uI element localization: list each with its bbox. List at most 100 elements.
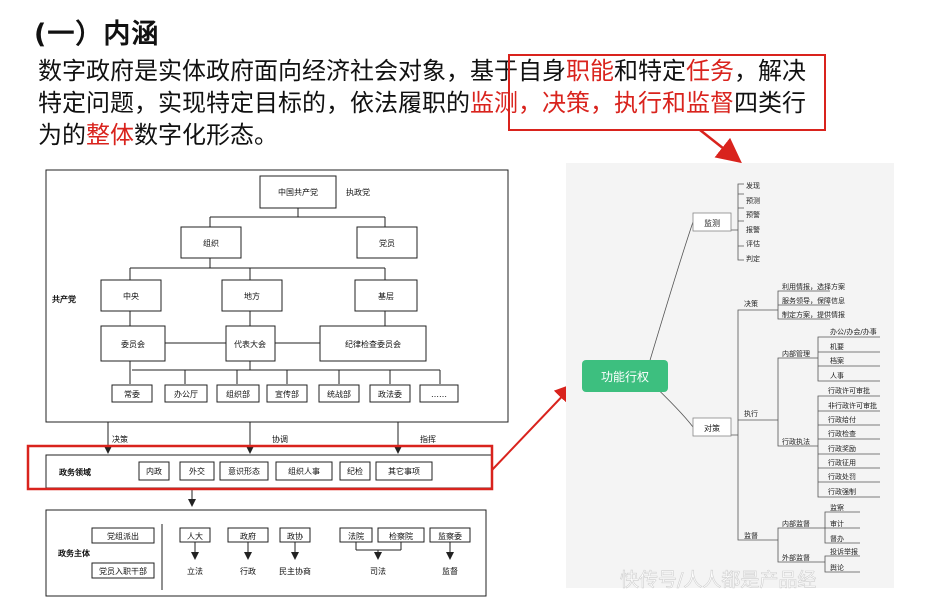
admin-item: 行政强制 [828,487,856,496]
red-arrow-top [699,129,742,164]
party-box: 党组派出 [107,531,139,541]
relation-label: 指挥 [420,434,436,444]
box-dangyuan [356,226,418,259]
branch-label: 监测 [704,218,720,228]
admin-item: 行政检查 [828,429,856,438]
subject-item: 政府 [240,531,256,541]
function-item: 立法 [187,566,203,576]
highlight-zhineng: 职能 [566,57,614,85]
domain-item: 内政 [146,466,162,476]
decision-item: 服务领导，保障信息 [782,296,845,305]
admin-item: 行政征用 [828,458,856,467]
policy-group: 决策 [744,299,758,308]
subject-label: 政务主体 [58,548,91,558]
branch-label: 对策 [704,423,720,433]
highlight-four-actions: 监测，决策，执行和监督 [470,89,734,117]
highlight-renwu: 任务 [686,57,734,85]
l2-item: 中央 [123,291,139,301]
text-segment: ，解决 [734,57,806,85]
text-segment: 为的 [38,121,86,149]
l4-item: …… [431,390,447,399]
box-weiyuanhui [100,325,166,362]
monitor-item: 预警 [746,210,760,219]
internal-mgmt-item: 办公/办会/办事 [830,327,877,336]
internal-sup-item: 督办 [830,534,844,543]
policy-group: 执行 [744,409,758,418]
exec-group: 行政执法 [782,437,810,446]
party-side-label: 共产党 [52,294,76,304]
admin-item: 行政奖励 [828,444,856,453]
admin-item: 行政处罚 [828,472,856,481]
monitor-item: 发现 [746,181,760,190]
box-difang [221,279,283,312]
l3-item: 纪律检查委员会 [345,339,401,349]
function-item: 行政 [240,566,256,576]
definition-paragraph: 数字政府是实体政府面向经济社会对象，基于自身职能和特定任务，解决 特定问题，实现… [38,55,898,151]
text-segment: 数字政府是实体政府面向经济社会对象，基于自身 [38,57,566,85]
mind-map-labels: 功能行权 监测 对策 发现 预测 预警 报警 评估 判定 决策 执行 监督 利用… [601,181,877,572]
party-box: 党员入职干部 [99,566,147,576]
l4-item: 常委 [124,389,140,399]
exec-group: 内部管理 [782,349,810,358]
l4-item: 办公厅 [174,389,198,399]
subject-item: 政协 [287,531,303,541]
admin-item: 行政给付 [828,415,856,424]
highlight-frame [508,54,826,131]
internal-mgmt-item: 机要 [830,342,844,351]
supervise-group: 内部监督 [782,519,810,528]
monitor-item: 评估 [746,239,760,248]
l2-item: 地方 [244,291,260,301]
function-item: 司法 [370,566,386,576]
org-chart-labels: 中国共产党 执政党 共产党 组织 党员 中央 地方 基层 委员会 代表大会 纪律… [52,187,462,576]
box-daibiao [225,325,276,362]
internal-mgmt-item: 档案 [830,356,844,365]
section-heading: (一）内涵 [34,19,160,50]
supervise-group: 外部监督 [782,553,810,562]
box-jiwei [319,325,427,362]
root-label: 功能行权 [601,370,649,384]
box-jiceng [354,279,418,312]
text-segment: 四类行 [734,89,806,117]
domain-item: 意识形态 [228,466,260,476]
box-zuzhi [180,226,242,259]
domain-item: 纪检 [347,466,363,476]
monitor-item: 判定 [746,254,760,263]
l4-item: 组织部 [226,389,250,399]
text-segment: 和特定 [614,57,686,85]
l4-item: 宣传部 [275,389,299,399]
l4-item: 政法委 [378,389,402,399]
monitor-item: 预测 [746,196,760,205]
l1-item: 党员 [379,238,395,248]
subject-item: 检察院 [389,531,413,541]
root-node [582,360,668,392]
mind-map [566,163,894,588]
party-frame [45,169,509,423]
subject-item: 人大 [187,531,203,541]
red-arrow-mid [491,383,575,471]
domain-item: 外交 [189,466,205,476]
external-sup-item: 投诉举报 [830,547,858,556]
definition-line-2: 特定问题，实现特定目标的，依法履职的监测，决策，执行和监督四类行 [38,87,898,119]
domain-label: 政务领域 [59,467,91,477]
highlight-zhengti: 整体 [86,121,134,149]
relation-label: 协调 [272,434,288,444]
l3-item: 委员会 [121,339,145,349]
internal-sup-item: 监察 [830,503,844,512]
function-item: 监督 [442,566,458,576]
admin-item: 非行政许可审批 [828,401,877,410]
subject-item: 监察委 [438,531,462,541]
l2-item: 基层 [378,291,394,301]
l4-item: 统战部 [327,389,351,399]
relation-label: 决策 [112,434,128,444]
function-item: 民主协商 [279,566,311,576]
box-zhongyang [100,279,162,312]
external-sup-item: 舆论 [830,563,844,572]
text-segment: 特定问题，实现特定目标的，依法履职的 [38,89,470,117]
domain-item: 其它事项 [388,466,420,476]
subject-item: 法院 [348,531,364,541]
domain-item: 组织人事 [288,466,320,476]
monitor-item: 报警 [746,225,760,234]
decision-item: 制定方案，提供情报 [782,310,845,319]
l1-item: 组织 [203,238,219,248]
watermark: 快传号/人人都是产品经 [620,569,816,591]
